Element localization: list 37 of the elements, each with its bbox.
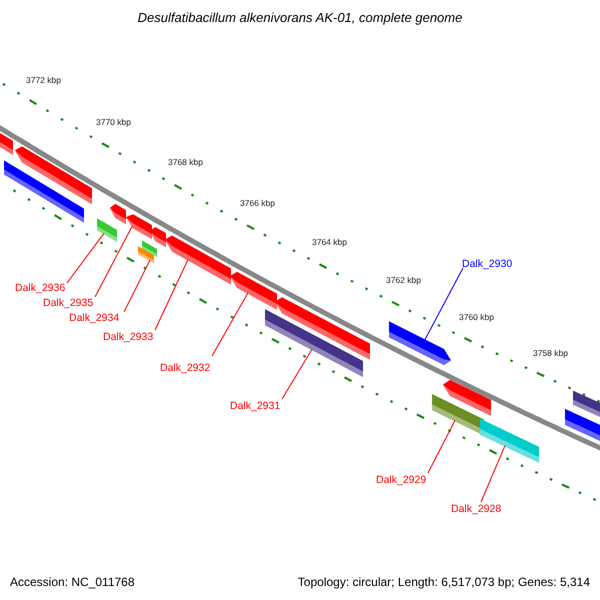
gene-feature (138, 246, 154, 264)
title: Desulfatibacillum alkenivorans AK-01, complete genome (138, 10, 462, 25)
leader-line (480, 445, 506, 502)
leader-line (66, 232, 104, 284)
leader-line (154, 259, 188, 330)
gene-label: Dalk_2936 (15, 282, 66, 294)
gene-label: Dalk_2931 (230, 400, 280, 412)
gene-feature (432, 394, 484, 436)
position-tick-label: 3762 kbp (386, 275, 421, 285)
leader-line (94, 226, 132, 298)
gene-label: Dalk_2932 (160, 362, 210, 374)
gene-label: Dalk_2935 (43, 297, 94, 309)
gene-feature (480, 418, 539, 463)
leader-line (424, 268, 464, 340)
genome-summary-note: Topology: circular; Length: 6,517,073 bp; Genes: 5,314 (298, 575, 590, 589)
position-tick-label: 3760 kbp (459, 312, 494, 322)
gene-label: Dalk_2934 (69, 312, 120, 324)
gene-label: Dalk_2928 (451, 503, 502, 515)
gene-feature (389, 321, 451, 365)
gene-feature (165, 236, 231, 284)
gene-label: Dalk_2929 (376, 474, 426, 486)
position-tick-label: 3770 kbp (96, 117, 131, 127)
leader-line (212, 292, 248, 356)
gene-label: Dalk_2930 (462, 258, 512, 270)
gene-label: Dalk_2933 (103, 331, 154, 343)
gene-feature (265, 309, 363, 377)
position-tick-label: 3768 kbp (168, 157, 203, 167)
position-tick-label: 3772 kbp (26, 75, 61, 85)
accession-note: Accession: NC_011768 (10, 575, 135, 589)
position-tick-label: 3758 kbp (533, 348, 568, 358)
position-tick-label: 3766 kbp (240, 198, 275, 208)
gene-feature (230, 272, 277, 310)
leader-line (124, 260, 150, 312)
gene-feature (126, 214, 152, 240)
leader-line (428, 420, 456, 474)
gene-feature (97, 218, 117, 242)
position-tick-label: 3764 kbp (312, 237, 347, 247)
